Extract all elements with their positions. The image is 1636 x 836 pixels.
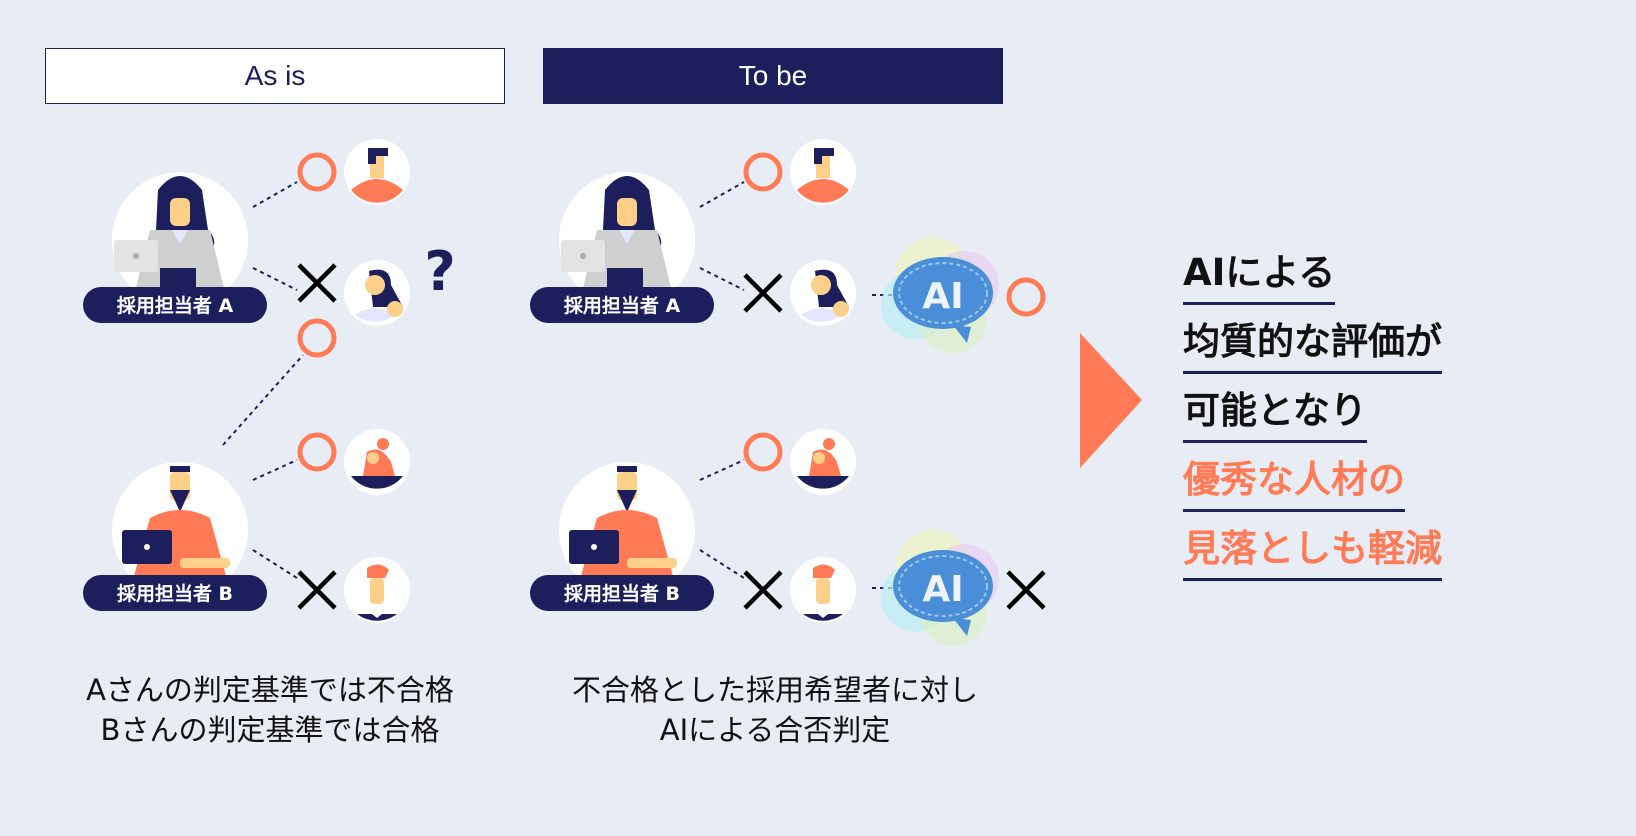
recruiter-a-label: 採用担当者 A — [564, 294, 681, 317]
to-be-caption: 不合格とした採用希望者に対し AIによる合否判定 — [515, 670, 1035, 750]
fail-cross-icon — [299, 572, 335, 608]
pass-circle-icon — [300, 321, 334, 355]
as-is-caption: Aさんの判定基準では不合格 Bさんの判定基準では合格 — [10, 670, 530, 750]
candidate-2-avatar — [344, 260, 410, 326]
fail-cross-icon — [1008, 572, 1044, 608]
pass-circle-icon — [746, 155, 780, 189]
conclusion-line-3: 可能となり — [1183, 380, 1367, 443]
conclusion-line-2: 均質的な評価が — [1183, 311, 1442, 374]
candidate-1-avatar — [344, 139, 410, 205]
pass-circle-icon — [300, 435, 334, 469]
pass-circle-icon — [746, 435, 780, 469]
ai-brain-label: AI — [922, 569, 963, 610]
candidate-2-avatar — [790, 260, 856, 326]
recruiter-a-label: 採用担当者 A — [117, 294, 234, 317]
recruiter-b-label: 採用担当者 B — [564, 582, 680, 605]
candidate-3-avatar — [344, 429, 410, 495]
to-be-label: To be — [738, 60, 808, 91]
arrow-right-icon — [1080, 333, 1142, 468]
fail-cross-icon — [299, 265, 335, 301]
recruiter-b-label: 採用担当者 B — [117, 582, 233, 605]
candidate-3-avatar — [790, 429, 856, 495]
question-mark-icon: ? — [424, 240, 455, 303]
caption-line: AIによる合否判定 — [659, 713, 891, 747]
caption-line: Aさんの判定基準では不合格 — [86, 673, 454, 707]
as-is-header: As is — [45, 48, 505, 104]
conclusion-line-5: 見落としも軽減 — [1183, 518, 1442, 581]
fail-cross-icon — [745, 275, 781, 311]
conclusion-line-4: 優秀な人材の — [1183, 449, 1405, 512]
ai-brain-label: AI — [922, 276, 963, 317]
to-be-header: To be — [543, 48, 1003, 104]
as-is-label: As is — [244, 60, 306, 91]
caption-line: 不合格とした採用希望者に対し — [571, 673, 978, 707]
candidate-1-avatar — [790, 139, 856, 205]
fail-cross-icon — [745, 572, 781, 608]
caption-line: Bさんの判定基準では合格 — [100, 713, 440, 747]
conclusion-line-1: AIによる — [1183, 242, 1336, 305]
candidate-4-avatar — [344, 557, 410, 623]
candidate-4-avatar — [790, 557, 856, 623]
pass-circle-icon — [1009, 280, 1043, 314]
pass-circle-icon — [300, 155, 334, 189]
connector-lines — [222, 181, 895, 589]
